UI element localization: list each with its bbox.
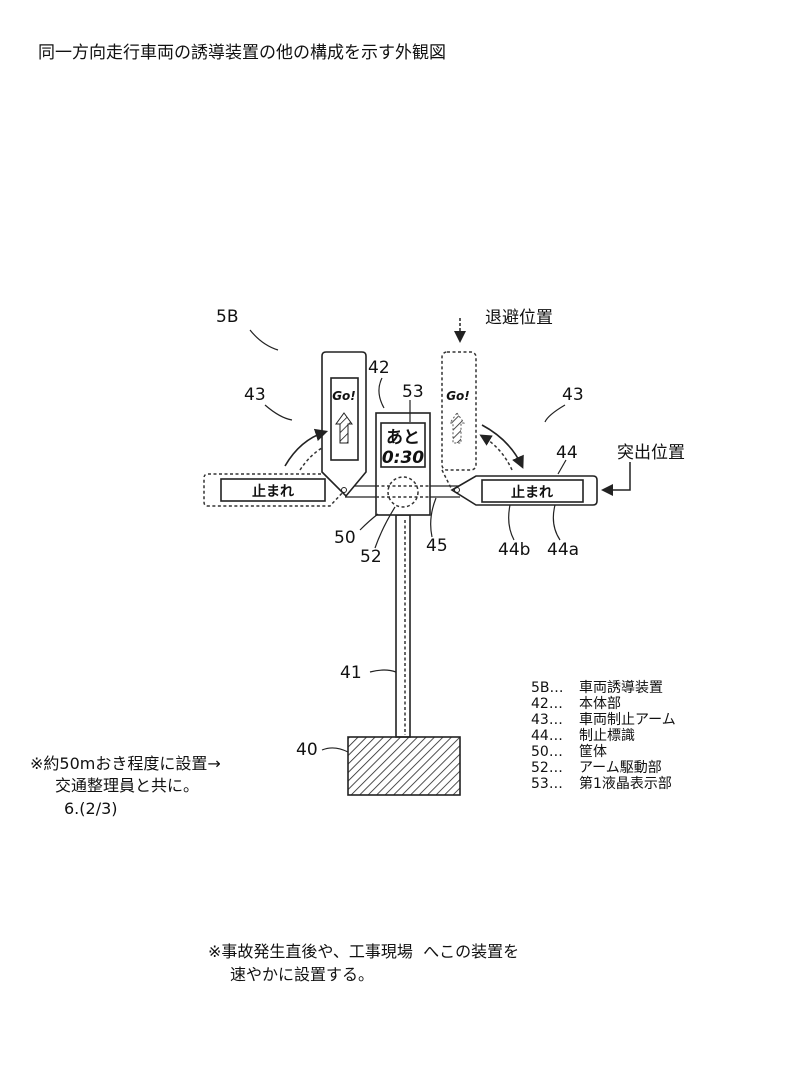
legend-text: アーム駆動部 (579, 760, 662, 776)
label-45: 45 (426, 536, 448, 556)
rotation-arrow-left-icon (284, 428, 329, 467)
note-left-line1: ※約50mおき程度に設置→ (30, 754, 221, 773)
left-vertical-go-arm: Go! (321, 351, 367, 498)
legend-text: 車両制止アーム (579, 711, 676, 728)
note-left-line3: 6.(2/3) (64, 799, 118, 818)
pole (395, 514, 411, 738)
legend-num: 5B… (531, 680, 564, 696)
label-40: 40 (296, 740, 318, 760)
label-50: 50 (334, 528, 356, 548)
left-horizontal-arm-dashed: 止まれ (203, 473, 347, 507)
lcd-line2: 0:30 (382, 448, 424, 468)
legend-text: 車両誘導装置 (579, 679, 663, 696)
legend: 5B… 車両誘導装置 42… 本体部 43… 車両制止アーム 44… 制止標識 … (531, 679, 676, 792)
label-5B: 5B (216, 307, 238, 327)
label-52: 52 (360, 547, 382, 567)
label-42: 42 (368, 358, 390, 378)
label-44b: 44b (498, 540, 530, 560)
legend-text: 筐体 (579, 743, 607, 760)
label-43-left: 43 (244, 385, 266, 405)
label-43-right: 43 (562, 385, 584, 405)
legend-num: 53… (531, 776, 563, 792)
go-text: Go! (332, 389, 356, 403)
right-vertical-arm-dashed: Go! (441, 351, 477, 491)
legend-num: 44… (531, 728, 563, 744)
reference-labels: 5B 42 53 43 43 44 退避位置 突出位置 50 52 45 44b… (216, 307, 685, 760)
legend-text: 制止標識 (579, 728, 635, 744)
up-arrow-icon (335, 412, 353, 444)
up-arrow-dashed-icon (449, 412, 465, 444)
rotation-arrow-right-icon (481, 424, 524, 469)
page-title: 同一方向走行車両の誘導装置の他の構成を示す外観図 (38, 43, 446, 63)
legend-num: 50… (531, 744, 563, 760)
legend-num: 42… (531, 696, 563, 712)
right-horizontal-stop-arm: 止まれ (450, 475, 598, 506)
go-text-dashed: Go! (446, 389, 470, 403)
lcd-display (380, 422, 426, 468)
arm-drive (387, 476, 419, 508)
right-stop-sign-text: 止まれ (511, 484, 553, 501)
label-extend-position: 突出位置 (617, 443, 685, 463)
legend-num: 43… (531, 712, 563, 728)
label-53: 53 (402, 382, 424, 402)
leader-lines (249, 329, 567, 753)
note-bottom-line1: ※事故発生直後や、工事現場 へこの装置を (208, 942, 519, 961)
lcd-line1: あと (386, 428, 420, 448)
legend-num: 52… (531, 760, 563, 776)
base (347, 736, 461, 796)
legend-text: 本体部 (579, 696, 621, 712)
note-left-line2: 交通整理員と共に。 (55, 776, 199, 795)
main-body: あと 0:30 (375, 412, 431, 516)
left-stop-sign-text: 止まれ (252, 483, 294, 500)
label-44a: 44a (547, 540, 579, 560)
label-44: 44 (556, 443, 578, 463)
legend-text: 第1液晶表示部 (579, 775, 672, 792)
label-retract-position: 退避位置 (485, 308, 553, 328)
rotation-arrow-left-dashed-icon (299, 447, 323, 471)
extend-arrow-icon (601, 462, 631, 496)
label-41: 41 (340, 663, 362, 683)
note-bottom-line2: 速やかに設置する。 (230, 965, 374, 984)
rotation-arrow-right-dashed-icon (479, 434, 513, 471)
